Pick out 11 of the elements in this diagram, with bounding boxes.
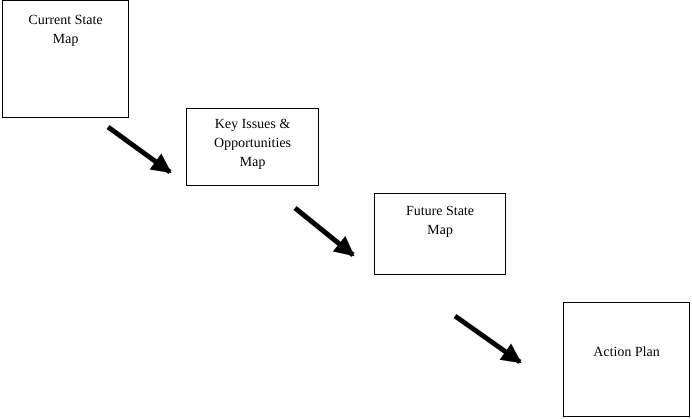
arrow bbox=[293, 206, 355, 257]
process-box bbox=[374, 193, 506, 275]
process-box bbox=[186, 108, 319, 186]
arrow bbox=[454, 314, 522, 364]
box-label: Action Plan bbox=[593, 344, 660, 362]
box-label: Future State Map bbox=[404, 203, 476, 240]
box-label: Current State Map bbox=[27, 12, 104, 49]
box-label: Key Issues & Opportunities Map bbox=[213, 116, 292, 172]
process-box bbox=[2, 0, 129, 118]
arrow bbox=[106, 124, 172, 174]
process-box bbox=[563, 302, 690, 417]
